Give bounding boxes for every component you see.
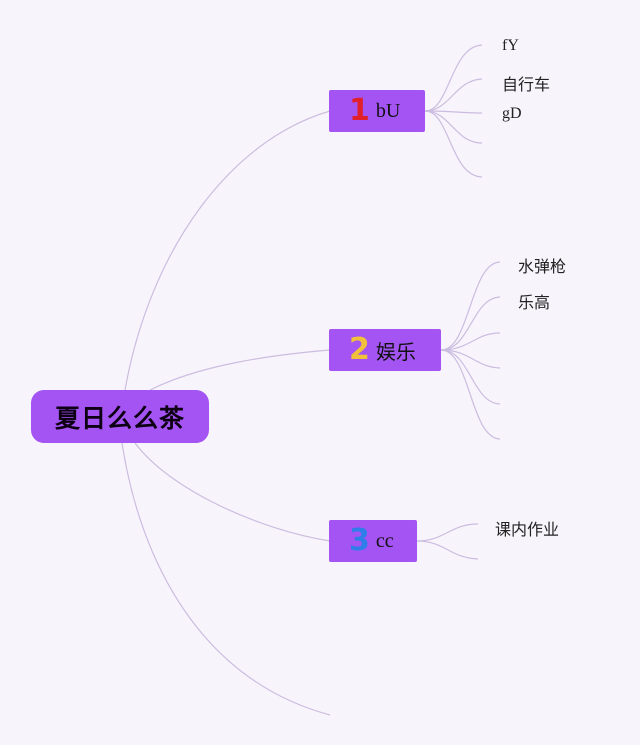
connector-topic1-child-2 (424, 78, 483, 112)
connector-topic3-child-1 (416, 523, 479, 542)
connector-topic1-child-5 (424, 110, 483, 178)
connector-root-empty (121, 442, 331, 716)
subtopic-2-2[interactable]: 乐高 (518, 293, 551, 312)
connector-topic1-child-4 (424, 110, 483, 144)
subtopic-1-1[interactable]: fY (502, 37, 519, 54)
central-topic[interactable]: 夏日么么茶 (31, 390, 209, 443)
connector-root-topic-1 (124, 110, 331, 391)
topic-number-1: 1 (349, 93, 370, 128)
connector-topic1-child-1 (424, 44, 483, 112)
connector-topic2-child-6 (440, 349, 501, 440)
connector-topic2-child-5 (440, 349, 501, 405)
connector-topic2-child-1 (440, 261, 501, 351)
connector-topic2-child-3 (440, 332, 501, 351)
topic-label-3: cc (375, 529, 394, 552)
subtopic-3-1[interactable]: 课内作业 (495, 520, 560, 539)
central-topic-label: 夏日么么茶 (54, 403, 185, 433)
connector-topic3-child-2 (416, 540, 479, 560)
connector-topic2-child-4 (440, 349, 501, 369)
topic-label-1: bU (375, 99, 401, 122)
topic-node-3[interactable]: 3 cc (329, 520, 417, 562)
topic-label-2: 娱乐 (375, 339, 416, 364)
topic-number-3: 3 (349, 523, 370, 558)
subtopic-1-3[interactable]: gD (502, 105, 522, 122)
connector-root-topic-3 (134, 442, 331, 542)
connector-topic1-child-3 (424, 110, 483, 114)
topic-number-2: 2 (349, 332, 370, 367)
topic-node-1[interactable]: 1 bU (329, 90, 425, 132)
connector-topic2-child-2 (440, 296, 501, 351)
connector-root-topic-2 (149, 349, 331, 391)
topic-node-2[interactable]: 2 娱乐 (329, 329, 441, 371)
subtopic-1-2[interactable]: 自行车 (502, 75, 551, 94)
subtopic-2-1[interactable]: 水弹枪 (518, 257, 567, 276)
